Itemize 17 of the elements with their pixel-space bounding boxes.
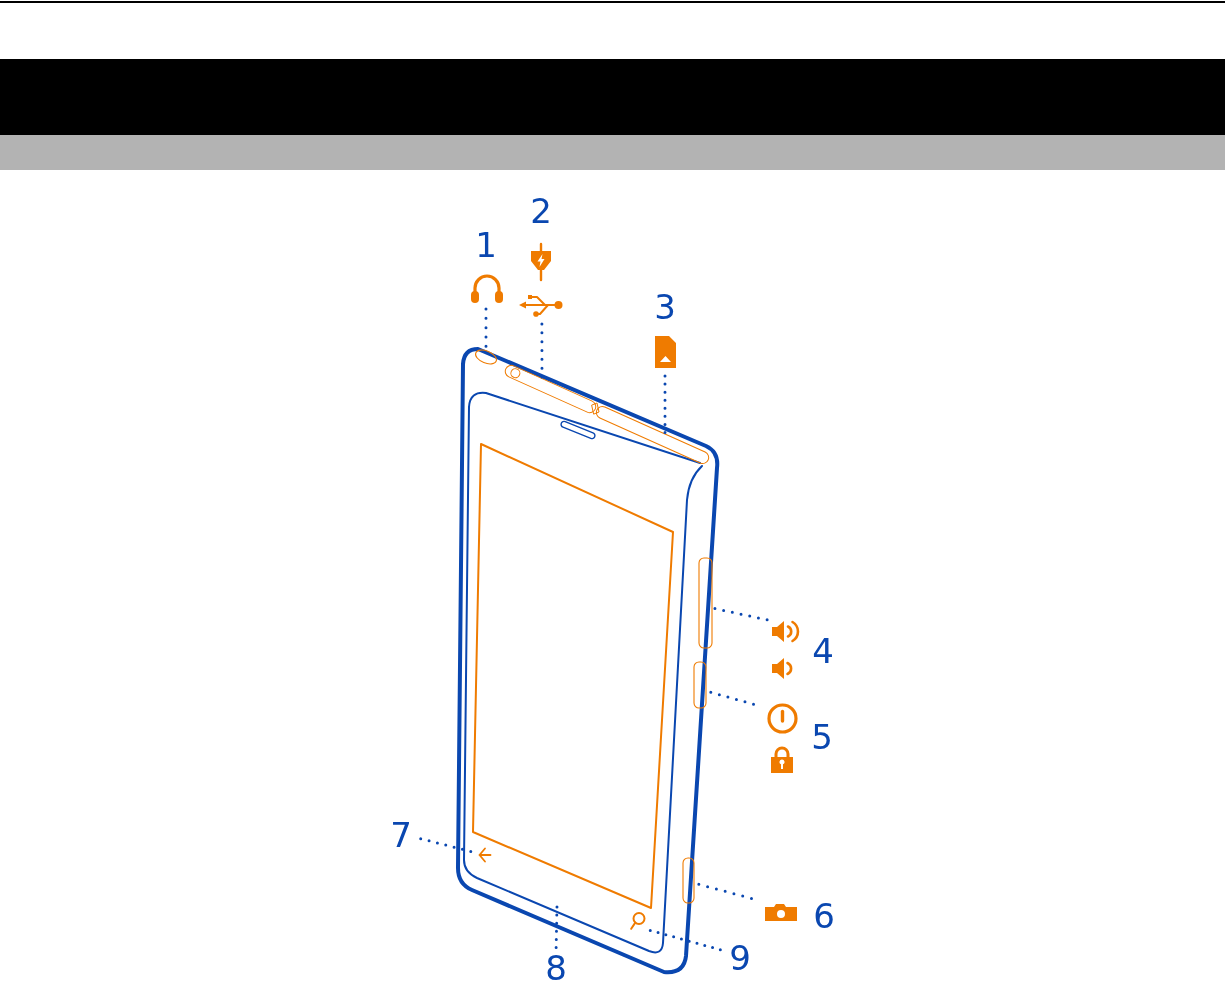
headphone-jack (475, 349, 497, 365)
camera-key (682, 857, 695, 904)
callout-number: 1 (475, 230, 497, 260)
callout-number: 2 (530, 196, 552, 226)
callout-number: 9 (729, 943, 751, 973)
connector-slot (502, 362, 599, 416)
power-key (693, 661, 707, 709)
search-key-icon (630, 912, 646, 930)
callout-number: 8 (545, 953, 567, 983)
callout-number: 4 (812, 636, 834, 666)
callout-number: 5 (811, 722, 833, 752)
callout-number: 6 (813, 901, 835, 931)
volume-key (698, 557, 713, 649)
back-key-icon (478, 847, 492, 863)
sim-card-slot (593, 404, 712, 466)
callout-number: 3 (654, 292, 676, 322)
callout-number: 7 (390, 820, 412, 850)
